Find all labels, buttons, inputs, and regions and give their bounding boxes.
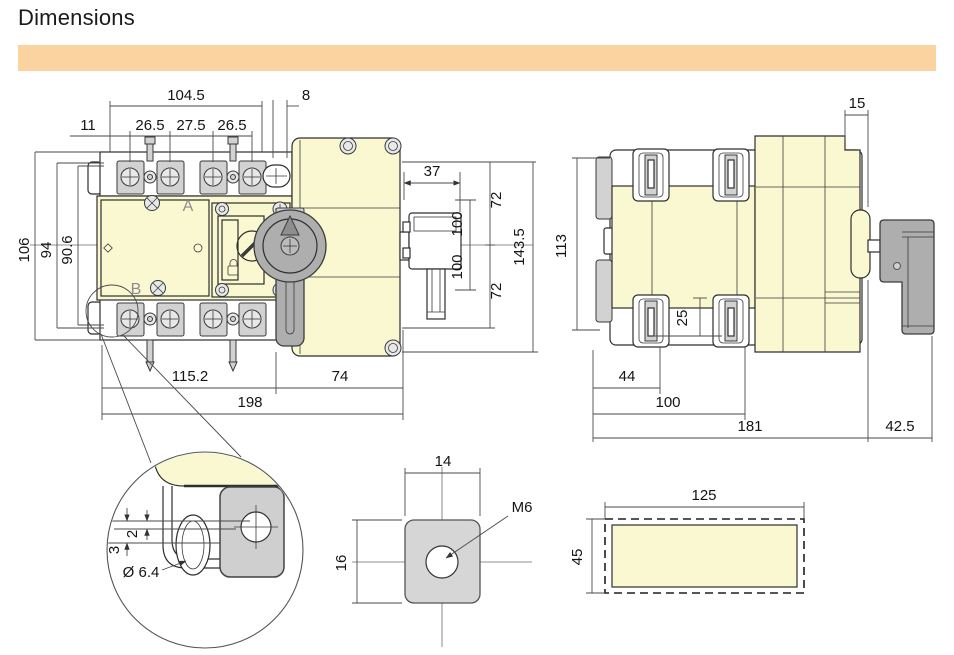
detail-marker-circle — [85, 284, 139, 338]
side-clamps — [632, 148, 750, 348]
dim-3: 3 — [106, 546, 123, 554]
switch-handle-front — [253, 207, 327, 347]
dim-72-top: 72 — [488, 192, 505, 209]
dim-113: 113 — [553, 234, 570, 258]
dim-106: 106 — [16, 237, 33, 262]
dim-104-5: 104.5 — [167, 87, 205, 104]
side-body — [611, 185, 756, 309]
side-front-block — [754, 135, 861, 353]
front-dims-bottom: 115.2 74 198 — [101, 330, 404, 420]
terminal-row-top — [99, 136, 293, 197]
din-clip — [595, 259, 613, 323]
dim-198: 198 — [237, 394, 262, 411]
mark-a: A — [183, 198, 194, 215]
dim-115-2: 115.2 — [172, 368, 208, 385]
accent-bar — [18, 45, 936, 71]
dim-72-bot: 72 — [488, 283, 505, 300]
page-title: Dimensions — [18, 5, 135, 30]
front-dims-top: 104.5 11 26.5 27.5 26.5 8 — [70, 87, 310, 162]
dim-15: 15 — [849, 95, 866, 112]
switch-handle-side — [879, 219, 935, 335]
dim-100-b: 100 — [449, 254, 466, 279]
detail-view: 2 3 Ø 6.4 — [106, 451, 304, 649]
side-view: 15 113 25 44 100 181 — [553, 95, 935, 442]
dim-100-side: 100 — [655, 394, 680, 411]
dim-25: 25 — [674, 310, 691, 327]
dim-37: 37 — [424, 163, 441, 180]
mark-b: B — [131, 281, 142, 298]
dim-44: 44 — [619, 368, 636, 385]
dim-pitch-2: 27.5 — [176, 117, 205, 134]
front-dims-left: 106 94 90.6 — [16, 151, 104, 341]
handle-pointer — [280, 214, 300, 236]
padlock-icon — [227, 259, 239, 276]
panel-cutout-view: 125 45 — [569, 487, 805, 594]
side-dims: 15 113 25 44 100 181 — [553, 95, 933, 442]
aux-attachment — [399, 212, 462, 320]
dim-2: 2 — [124, 530, 141, 538]
cutout-opening — [611, 524, 798, 588]
dim-8: 8 — [302, 87, 310, 104]
dim-42-5: 42.5 — [885, 418, 914, 435]
dim-143-5: 143.5 — [511, 228, 528, 266]
din-clip — [595, 156, 613, 220]
front-view: A B — [16, 87, 538, 464]
dim-6-4: Ø 6.4 — [123, 564, 160, 581]
dim-11: 11 — [80, 117, 96, 134]
spindle-boss — [850, 209, 871, 279]
dim-m6: M6 — [512, 499, 533, 516]
dim-74: 74 — [332, 368, 349, 385]
cutout-dashed-outline — [604, 518, 805, 594]
body-corner — [152, 453, 302, 487]
dim-pitch-1: 26.5 — [135, 117, 164, 134]
slot-hole — [175, 514, 211, 576]
dim-125: 125 — [691, 487, 716, 504]
dim-94: 94 — [38, 242, 55, 259]
fixing-nut-view: 14 16 M6 — [333, 453, 532, 647]
dim-16: 16 — [333, 555, 350, 572]
dim-181: 181 — [737, 418, 762, 435]
dim-14: 14 — [435, 453, 452, 470]
thread-hole — [425, 545, 459, 579]
terminal-row-bottom — [99, 295, 293, 373]
front-dims-right: 37 100 100 72 72 143.5 — [402, 161, 538, 353]
dim-100-a: 100 — [449, 211, 466, 236]
dim-90-6: 90.6 — [59, 235, 76, 264]
dim-pitch-3: 26.5 — [217, 117, 246, 134]
dim-45: 45 — [569, 549, 586, 566]
